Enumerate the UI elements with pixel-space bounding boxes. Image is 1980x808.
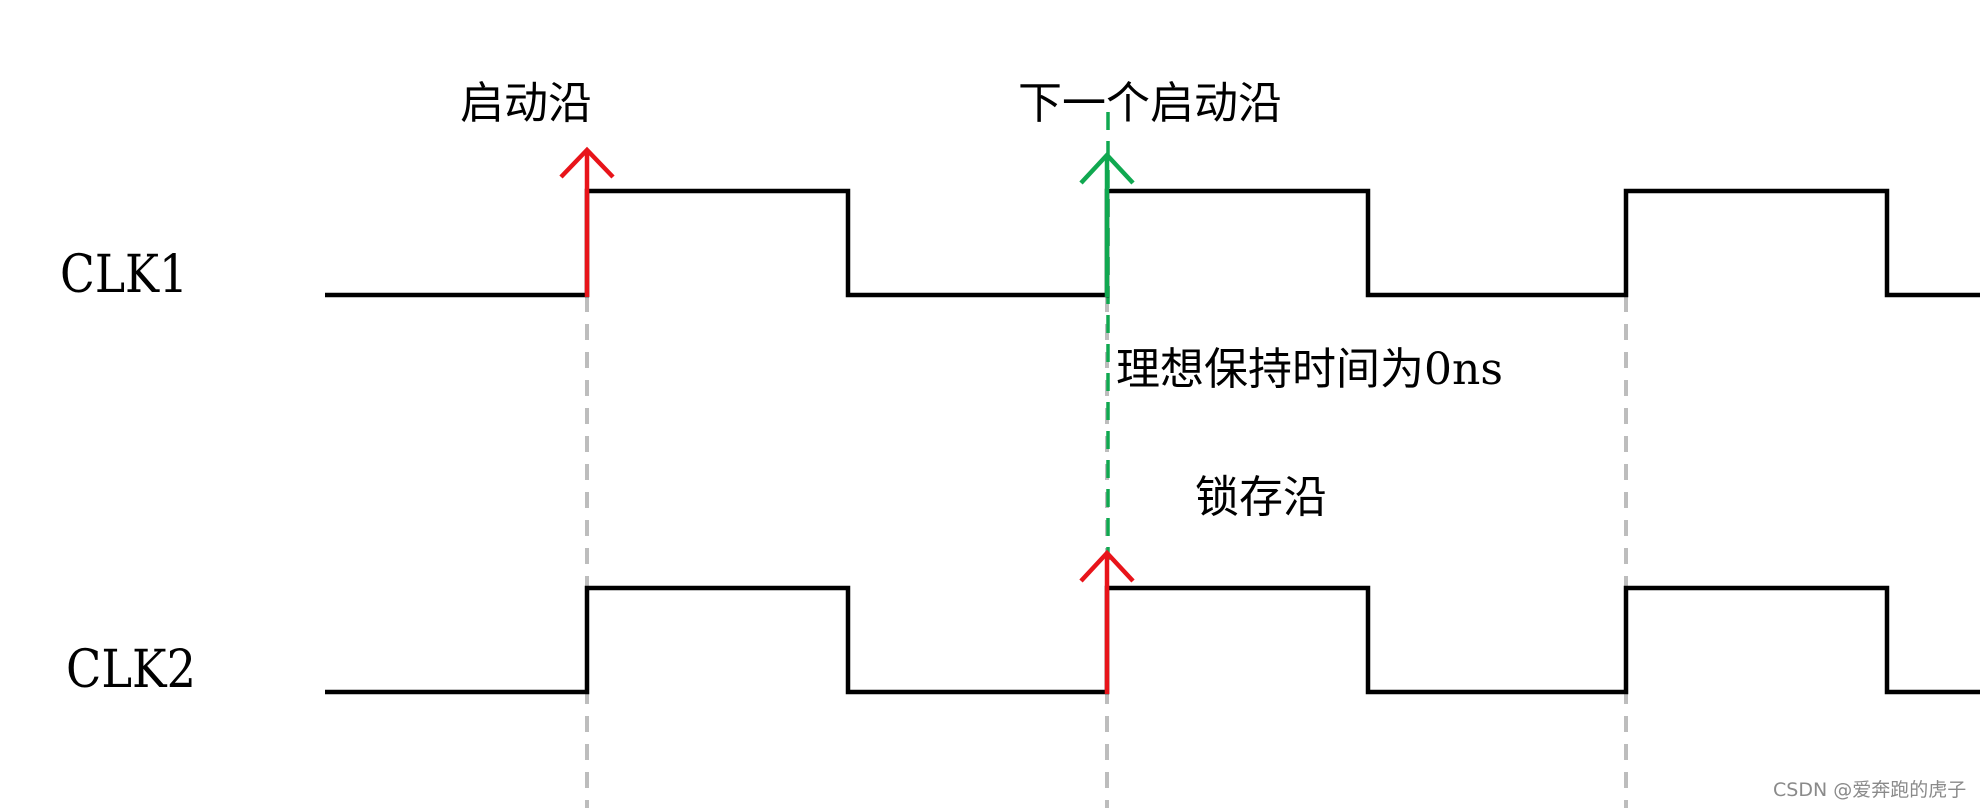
clk2-label: CLK2 (66, 640, 196, 700)
launch-edge-arrow (559, 146, 615, 297)
latch-edge-arrow (1079, 549, 1135, 694)
watermark: CSDN @爱奔跑的虎子 (1773, 779, 1966, 801)
up-arrow-icon (559, 146, 615, 179)
clk2-waveform (325, 585, 1980, 695)
up-arrow-icon (1079, 151, 1135, 185)
next-launch-edge-arrow (1079, 151, 1135, 297)
clk1-waveform (325, 188, 1980, 298)
ideal-hold-time-label: 理想保持时间为0ns (1116, 344, 1503, 395)
clk1-label: CLK1 (60, 245, 188, 305)
next-launch-edge-label: 下一个启动沿 (1018, 78, 1282, 129)
latch-edge-label: 锁存沿 (1195, 472, 1327, 523)
up-arrow-icon (1079, 549, 1135, 583)
launch-edge-label: 启动沿 (460, 78, 592, 129)
